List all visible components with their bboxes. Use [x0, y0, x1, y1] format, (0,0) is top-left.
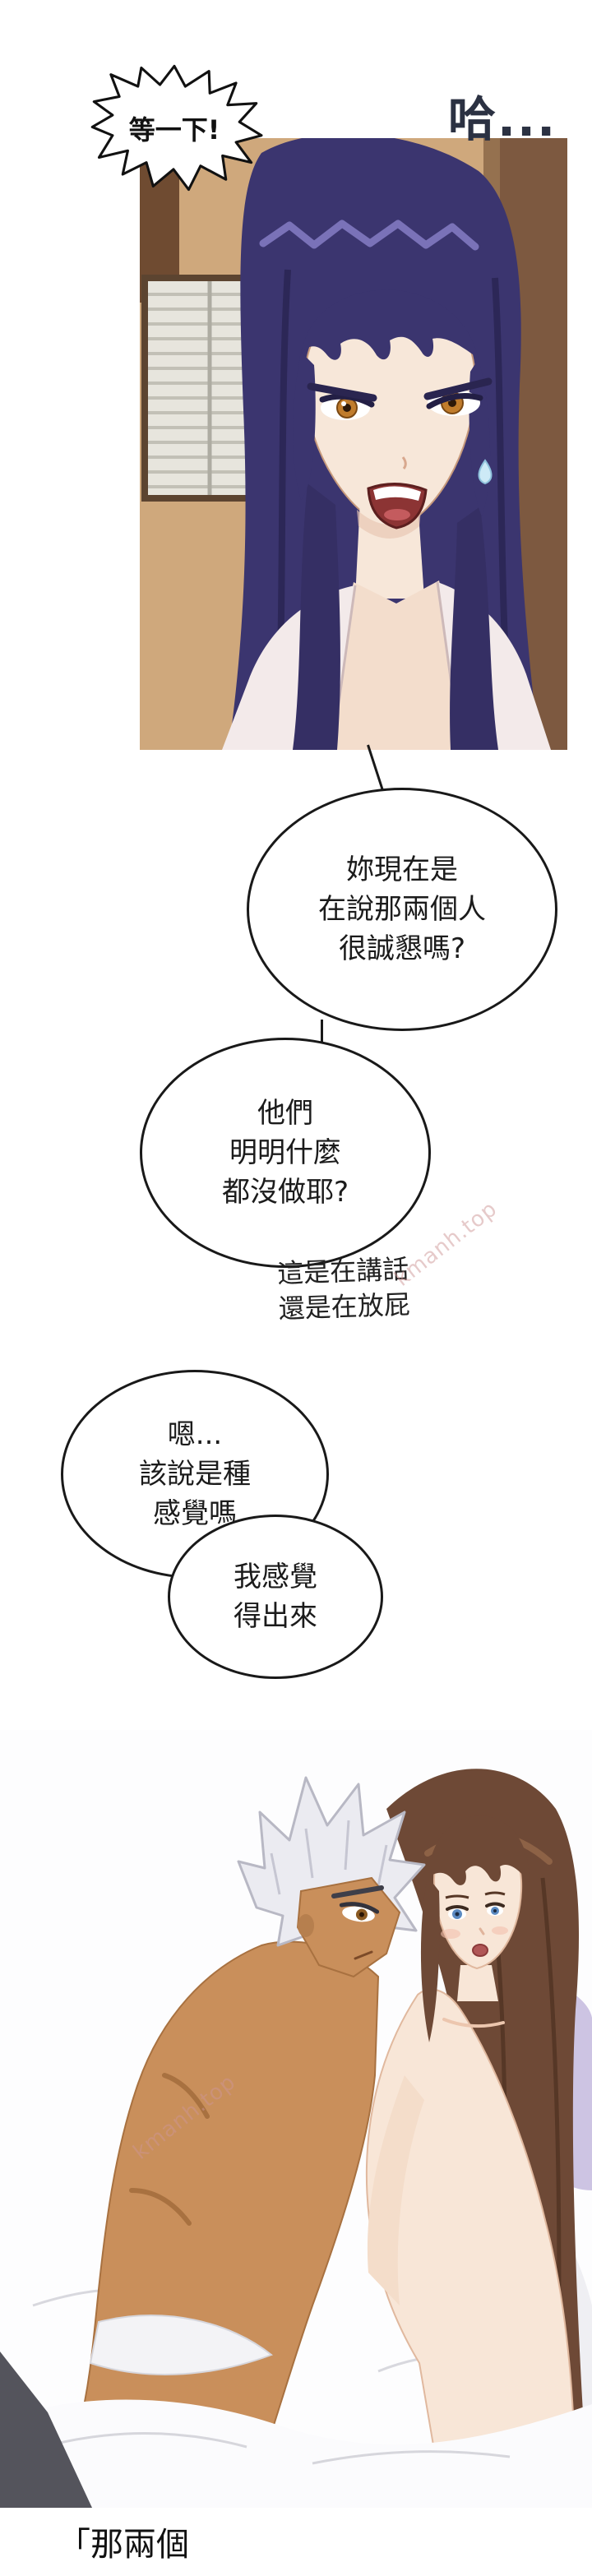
panel2-art — [0, 1730, 592, 2508]
man-head — [237, 1776, 426, 1978]
speech-bubble-2-text: 他們 明明什麼 都沒做耶? — [221, 1096, 349, 1209]
panel1-art — [140, 138, 567, 750]
woman-chest-skin — [317, 580, 479, 750]
burst-bubble-shape — [90, 64, 263, 192]
burst-bubble-text: 等一下! — [128, 114, 220, 146]
shadow-wedge — [0, 2352, 92, 2508]
panel-couple — [0, 1730, 592, 2508]
woman-mouth-open — [367, 482, 428, 530]
speech-bubble-1-text: 妳現在是 在說那兩個人 很誠懇嗎? — [318, 853, 486, 966]
woman2-face — [420, 1815, 530, 2042]
speech-bubble-2: 他們 明明什麼 都沒做耶? — [140, 1038, 431, 1268]
bubble-tail-icon — [321, 1020, 323, 1048]
woman2-eyes — [445, 1891, 506, 1920]
woman-nose — [401, 456, 407, 469]
speech-bubble-3-text: 嗯... 該說是種 感覺嗎 — [139, 1417, 251, 1531]
bubble-tail-icon — [367, 744, 386, 794]
woman-eyes — [307, 377, 493, 420]
speech-bubble-4-text: 我感覺 得出來 — [234, 1560, 317, 1633]
woman-hair-front — [293, 289, 498, 750]
bed-sheet-front — [0, 2315, 592, 2508]
speech-bubble-4: 我感覺 得出來 — [168, 1515, 383, 1679]
speech-bubble-1: 妳現在是 在說那兩個人 很誠懇嗎? — [247, 788, 557, 1031]
bottom-caption: 「那兩個 — [58, 2526, 189, 2564]
sfx-ha-text: 哈... — [448, 91, 557, 147]
man-eye — [339, 1902, 380, 1922]
burst-bubble: 等一下! — [86, 62, 263, 194]
sweat-drop-icon — [478, 459, 493, 485]
panel-woman-shouting — [140, 138, 567, 750]
